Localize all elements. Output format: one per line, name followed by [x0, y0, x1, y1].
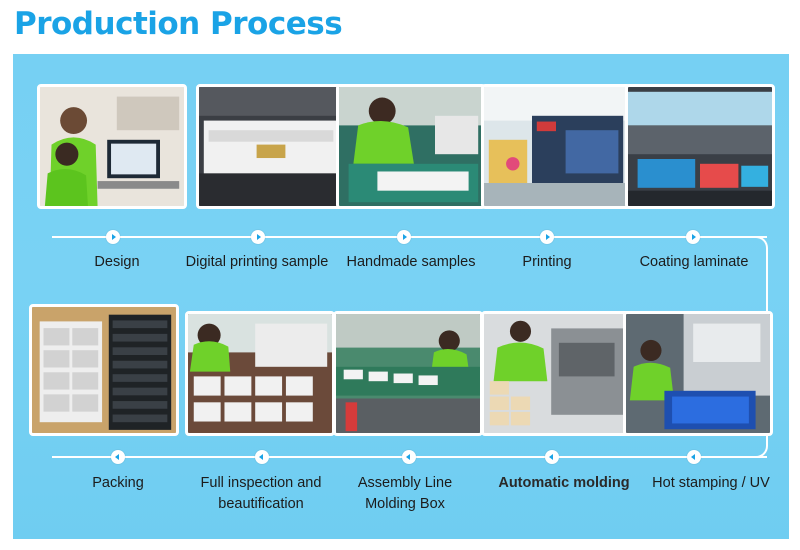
step-arrow-icon — [545, 450, 559, 464]
hot-stamping-photo — [623, 311, 773, 436]
step-arrow-icon — [111, 450, 125, 464]
step-label: Handmade samples — [346, 254, 476, 270]
digital-printing-photo — [196, 84, 346, 209]
step-label: Digital printing sample — [185, 254, 329, 270]
step-arrow-icon — [255, 450, 269, 464]
step-label: Automatic molding — [498, 475, 630, 491]
step-arrow-icon — [251, 230, 265, 244]
step-arrow-icon — [686, 230, 700, 244]
coating-laminate-photo — [625, 84, 775, 209]
step-label: Full inspection and beautification — [200, 475, 322, 512]
step-label: Packing — [92, 475, 144, 491]
step-label: Coating laminate — [639, 254, 749, 270]
step-arrow-icon — [402, 450, 416, 464]
automatic-molding-photo — [481, 311, 631, 436]
step-arrow-icon — [687, 450, 701, 464]
printing-photo — [481, 84, 631, 209]
step-label: Printing — [522, 254, 572, 270]
handmade-samples-photo — [336, 84, 486, 209]
step-label: Assembly Line Molding Box — [357, 475, 453, 512]
packing-photo — [29, 304, 179, 436]
inspection-photo — [185, 311, 335, 436]
step-label: Design — [94, 254, 140, 270]
step-label: Hot stamping / UV — [652, 475, 770, 491]
step-arrow-icon — [106, 230, 120, 244]
design-photo — [37, 84, 187, 209]
assembly-line-photo — [333, 311, 483, 436]
step-arrow-icon — [540, 230, 554, 244]
page-title: Production Process — [14, 6, 343, 42]
step-arrow-icon — [397, 230, 411, 244]
